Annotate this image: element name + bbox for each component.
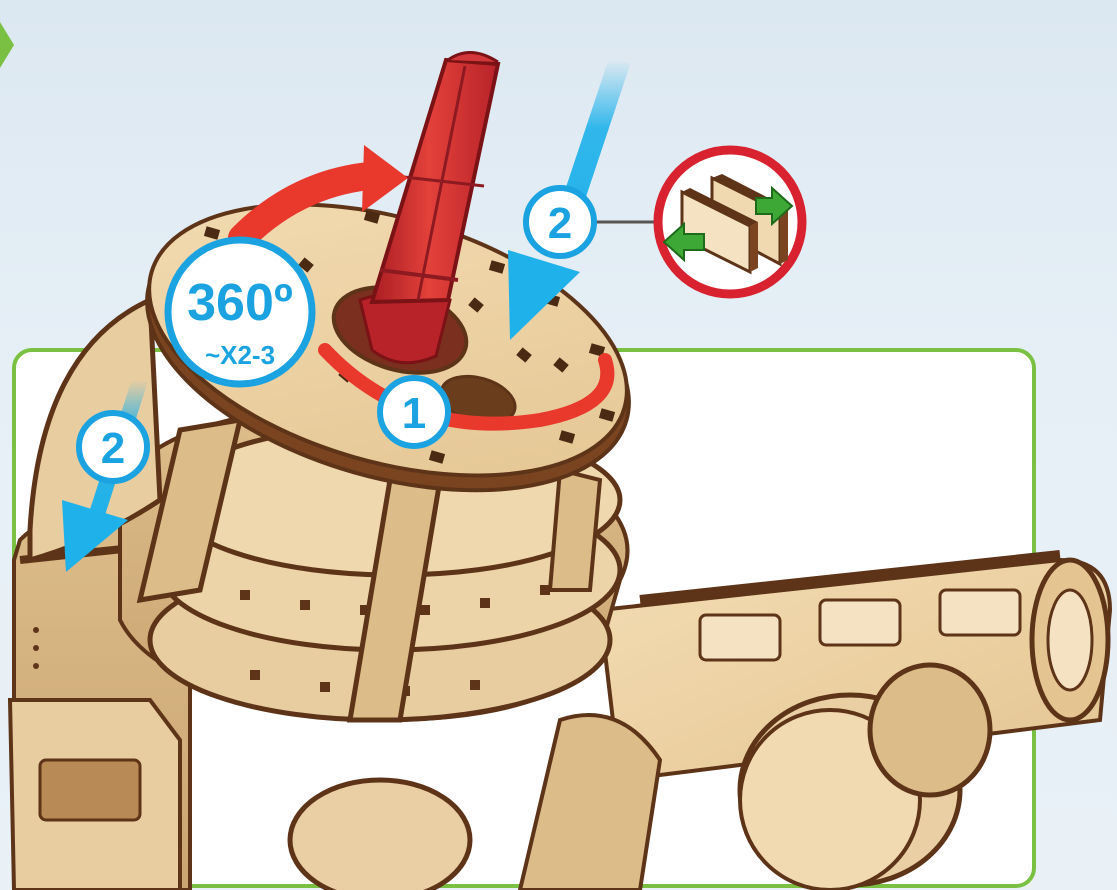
rotation-badge: 360º ~X2-3 bbox=[168, 240, 312, 384]
next-step-arrow-icon bbox=[0, 22, 14, 68]
callout-2-left: 2 bbox=[79, 413, 147, 481]
callout-number: 1 bbox=[402, 389, 426, 438]
callout-1: 1 bbox=[380, 378, 448, 446]
rotation-degrees: 360º bbox=[187, 274, 293, 332]
callout-number: 2 bbox=[101, 424, 125, 473]
callout-2-top: 2 bbox=[526, 188, 660, 256]
callout-number: 2 bbox=[548, 199, 572, 248]
slide-together-icon bbox=[658, 150, 802, 294]
rotation-repeat: ~X2-3 bbox=[205, 340, 275, 370]
